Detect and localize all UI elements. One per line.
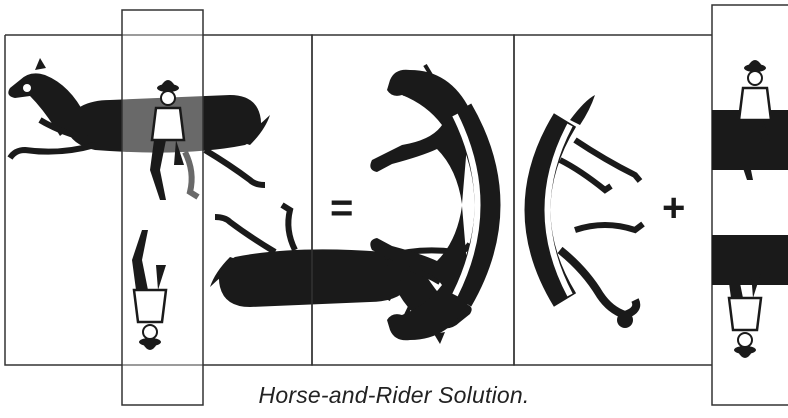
plus-sign: +	[662, 186, 686, 230]
figure-caption: Horse-and-Rider Solution.	[258, 382, 530, 408]
rider-strip-overlay	[121, 9, 204, 406]
equals-sign: =	[330, 186, 354, 230]
rider-strip-card	[711, 4, 788, 406]
front-halves-card	[311, 34, 515, 366]
